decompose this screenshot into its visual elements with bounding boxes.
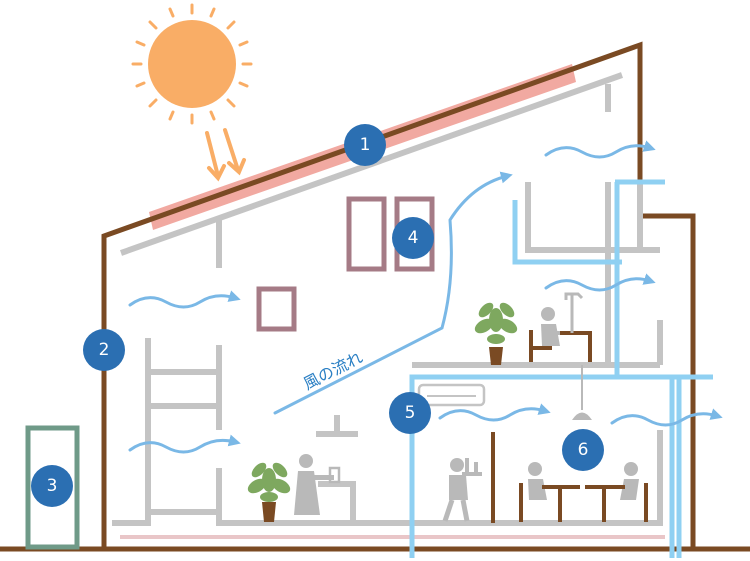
- svg-text:5: 5: [405, 403, 416, 423]
- window-left: [256, 286, 297, 332]
- marker-badge-1: 1: [344, 124, 386, 166]
- marker-badge-5: 5: [389, 392, 431, 434]
- plant-icon: [247, 462, 291, 522]
- svg-text:1: 1: [360, 135, 371, 155]
- sun-icon: [131, 3, 253, 125]
- diners-table-icon: [519, 365, 648, 522]
- marker-badge-3: 3: [31, 465, 73, 507]
- svg-text:4: 4: [408, 228, 419, 248]
- airflow-arrows: [128, 140, 723, 454]
- plant-icon: [474, 302, 518, 365]
- svg-text:6: 6: [578, 440, 589, 460]
- marker-badge-6: 6: [562, 429, 604, 471]
- house-outer-wall: [101, 41, 696, 549]
- window-upper-1: [346, 196, 387, 272]
- person-waiter-icon: [442, 458, 482, 522]
- svg-text:2: 2: [99, 340, 110, 360]
- marker-badge-2: 2: [83, 329, 125, 371]
- marker-badge-4: 4: [392, 217, 434, 259]
- person-desk-icon: [529, 292, 592, 362]
- air-ducts: [409, 179, 713, 558]
- sunlight-arrows: [205, 128, 246, 182]
- person-kitchen-icon: [294, 454, 341, 515]
- svg-text:3: 3: [47, 476, 58, 496]
- water-tank: [25, 425, 80, 550]
